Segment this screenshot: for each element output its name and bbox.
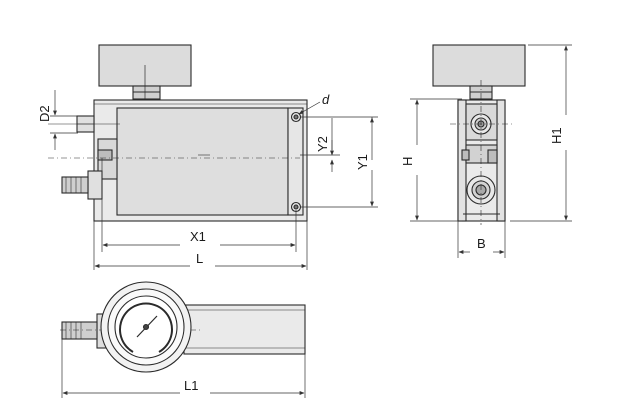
front-hose-fitting (61, 176, 89, 194)
front-view (48, 44, 308, 222)
front-dimensions (50, 90, 378, 270)
top-dimensions (61, 339, 306, 398)
top-hose-fitting (61, 321, 98, 340)
label-y2: Y2 (315, 136, 330, 152)
top-view (60, 281, 306, 373)
label-l1: L1 (184, 378, 198, 393)
label-y1: Y1 (355, 154, 370, 170)
label-h: H (400, 157, 415, 166)
side-knob-cap (432, 44, 526, 87)
side-dimensions (410, 44, 572, 258)
top-body (183, 304, 306, 355)
label-d2: D2 (37, 105, 52, 122)
label-b: B (477, 236, 486, 251)
side-view (432, 44, 526, 225)
label-h1: H1 (549, 127, 564, 144)
front-panel (116, 107, 289, 216)
label-x1: X1 (190, 229, 206, 244)
front-side-connector (87, 170, 103, 200)
dimension-labels: D2 d Y2 Y1 X1 L L1 H H1 B (37, 92, 564, 393)
label-d: d (322, 92, 330, 107)
label-l: L (196, 251, 203, 266)
